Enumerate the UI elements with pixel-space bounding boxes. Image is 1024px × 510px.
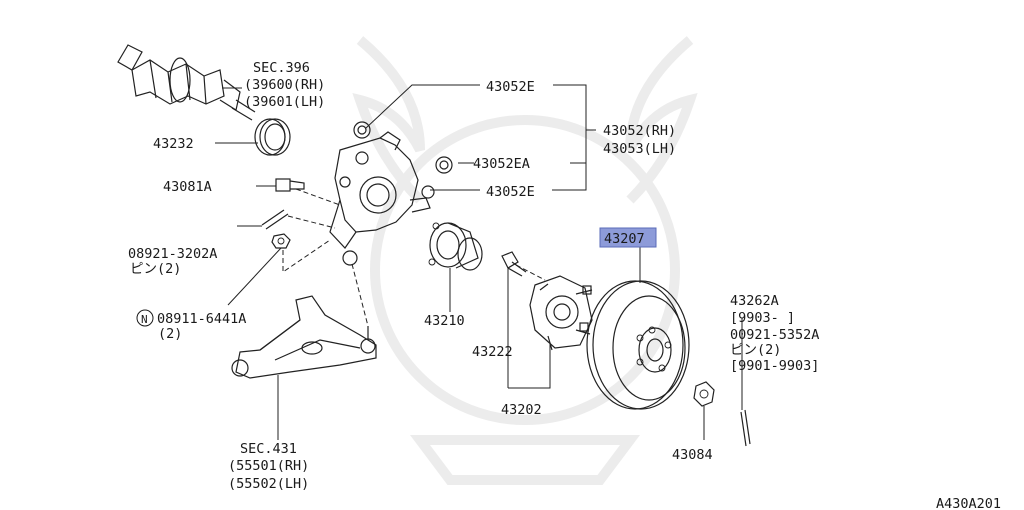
axle-hub-43202-icon[interactable] xyxy=(529,275,593,351)
label-39601[interactable]: (39601(LH) xyxy=(244,94,325,110)
drive-shaft-icon[interactable] xyxy=(117,44,256,121)
label-43052e-top[interactable]: 43052E xyxy=(486,79,535,95)
pin-08921-icon[interactable] xyxy=(261,209,289,230)
seal-icon[interactable] xyxy=(254,118,291,156)
diagram-code: A430A201 xyxy=(936,496,1001,510)
label-55501[interactable]: (55501(RH) xyxy=(228,458,309,474)
label-43052ea[interactable]: 43052EA xyxy=(473,156,530,172)
label-43262a[interactable]: 43262A xyxy=(730,293,779,309)
label-9903: [9903- ] xyxy=(730,310,795,326)
label-43232[interactable]: 43232 xyxy=(153,136,194,152)
lower-control-arm-icon[interactable] xyxy=(231,295,377,379)
hub-bolt-43222-icon[interactable] xyxy=(501,251,527,277)
label-08911[interactable]: 08911-6441A xyxy=(157,311,246,327)
label-43207[interactable]: 43207 xyxy=(604,231,645,247)
label-00921[interactable]: 00921-5352A xyxy=(730,327,819,343)
nut-08911-icon[interactable] xyxy=(271,233,291,249)
label-55502[interactable]: (55502(LH) xyxy=(228,476,309,492)
hub-bearing-43210-icon[interactable] xyxy=(428,222,483,271)
label-43084[interactable]: 43084 xyxy=(672,447,713,463)
label-08921[interactable]: 08921-3202A xyxy=(128,246,217,262)
bushing-43052e-lower-icon[interactable] xyxy=(421,185,435,199)
highlight-43207[interactable] xyxy=(599,227,657,248)
bolt-43081a-icon[interactable] xyxy=(275,178,305,192)
brake-rotor-icon[interactable] xyxy=(586,280,690,410)
n-symbol-icon xyxy=(136,309,154,327)
label-qty-2: (2) xyxy=(158,326,182,342)
label-43052e-bottom[interactable]: 43052E xyxy=(486,184,535,200)
axle-housing-knuckle-icon[interactable] xyxy=(329,131,431,266)
watermark-emblem xyxy=(352,36,698,485)
bushing-43052e-upper-icon[interactable] xyxy=(353,121,371,139)
label-pin-2-right: ピン(2) xyxy=(730,342,781,358)
label-43081a[interactable]: 43081A xyxy=(163,179,212,195)
label-43222[interactable]: 43222 xyxy=(472,344,513,360)
label-43202[interactable]: 43202 xyxy=(501,402,542,418)
label-sec396[interactable]: SEC.396 xyxy=(253,60,310,76)
label-43052rh[interactable]: 43052(RH) xyxy=(603,123,676,139)
rotor-pin-icon[interactable] xyxy=(740,409,751,447)
label-sec431[interactable]: SEC.431 xyxy=(240,441,297,457)
lug-nut-43084-icon[interactable] xyxy=(693,381,715,407)
label-n-symbol: N xyxy=(141,313,148,326)
label-39600[interactable]: (39600(RH) xyxy=(244,77,325,93)
label-pin-2: ピン(2) xyxy=(130,261,181,277)
bushing-43052ea-icon[interactable] xyxy=(435,156,453,174)
label-43210[interactable]: 43210 xyxy=(424,313,465,329)
label-9901-9903: [9901-9903] xyxy=(730,358,819,374)
label-43053lh[interactable]: 43053(LH) xyxy=(603,141,676,157)
